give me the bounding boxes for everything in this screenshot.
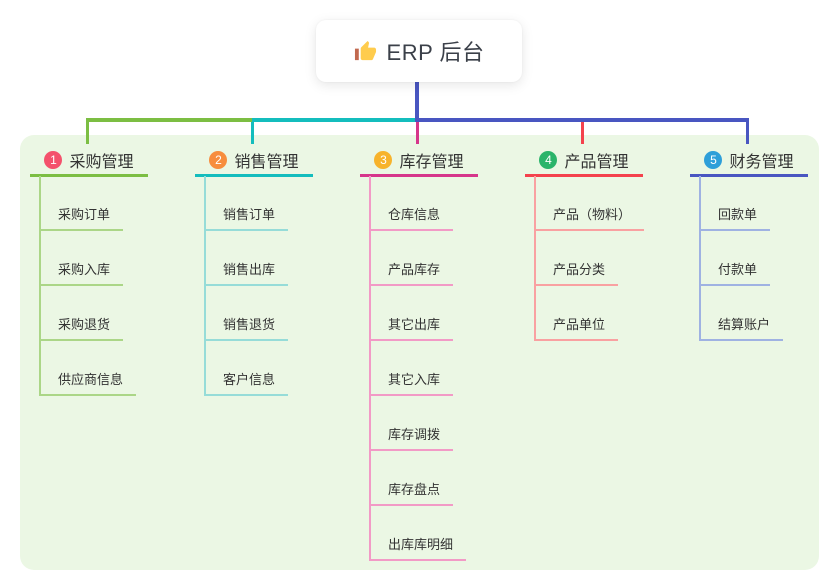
branch-child-item[interactable]: 销售订单 bbox=[204, 207, 289, 231]
branch-child-item[interactable]: 产品单位 bbox=[534, 317, 619, 341]
branch-child-item[interactable]: 销售退货 bbox=[204, 317, 289, 341]
branch-header[interactable]: 3 库存管理 bbox=[360, 150, 478, 177]
thumbs-up-icon bbox=[354, 40, 377, 63]
branch-child-item[interactable]: 出库库明细 bbox=[369, 537, 467, 561]
branch-header[interactable]: 1 采购管理 bbox=[30, 150, 148, 177]
branch-number-badge: 2 bbox=[209, 151, 228, 169]
connector-drop-2 bbox=[251, 118, 254, 144]
branch-child-item[interactable]: 采购入库 bbox=[39, 262, 124, 286]
branch-child-item[interactable]: 库存调拨 bbox=[369, 427, 454, 451]
branch-header[interactable]: 2 销售管理 bbox=[195, 150, 313, 177]
branch-child-item[interactable]: 供应商信息 bbox=[39, 372, 137, 396]
branch-number-badge: 1 bbox=[44, 151, 63, 169]
child-rail bbox=[39, 176, 41, 396]
root-node[interactable]: ERP 后台 bbox=[316, 20, 522, 82]
branch-child-item[interactable]: 库存盘点 bbox=[369, 482, 454, 506]
branch-child-item[interactable]: 采购订单 bbox=[39, 207, 124, 231]
branch-label: 销售管理 bbox=[234, 154, 299, 171]
branch-label: 采购管理 bbox=[69, 154, 134, 171]
connector-horizontal-5 bbox=[417, 118, 749, 122]
connector-horizontal-2 bbox=[252, 118, 419, 122]
branch-child-item[interactable]: 产品分类 bbox=[534, 262, 619, 286]
branch-child-item[interactable]: 产品（物料） bbox=[534, 207, 645, 231]
branch-number-badge: 5 bbox=[704, 151, 723, 169]
branch-label: 库存管理 bbox=[399, 154, 464, 171]
branch-child-item[interactable]: 客户信息 bbox=[204, 372, 289, 396]
connector-drop-5 bbox=[746, 118, 749, 144]
branch-label: 财务管理 bbox=[729, 154, 794, 171]
branch-label: 产品管理 bbox=[564, 154, 629, 171]
branch-child-item[interactable]: 其它出库 bbox=[369, 317, 454, 341]
child-rail bbox=[699, 176, 701, 341]
branch-child-item[interactable]: 产品库存 bbox=[369, 262, 454, 286]
mindmap-panel bbox=[20, 135, 819, 570]
root-title: ERP 后台 bbox=[386, 40, 485, 65]
branch-number-badge: 3 bbox=[374, 151, 393, 169]
branch-child-item[interactable]: 结算账户 bbox=[699, 317, 784, 341]
branch-header[interactable]: 5 财务管理 bbox=[690, 150, 808, 177]
branch-child-item[interactable]: 采购退货 bbox=[39, 317, 124, 341]
branch-child-item[interactable]: 仓库信息 bbox=[369, 207, 454, 231]
branch-header[interactable]: 4 产品管理 bbox=[525, 150, 643, 177]
child-rail bbox=[534, 176, 536, 341]
child-rail bbox=[204, 176, 206, 396]
branch-number-badge: 4 bbox=[539, 151, 558, 169]
child-rail bbox=[369, 176, 371, 561]
connector-drop-1 bbox=[86, 118, 89, 144]
branch-child-item[interactable]: 付款单 bbox=[699, 262, 771, 286]
connector-drop-4 bbox=[581, 118, 584, 144]
branch-child-item[interactable]: 回款单 bbox=[699, 207, 771, 231]
connector-root-vertical bbox=[415, 82, 419, 122]
branch-child-item[interactable]: 销售出库 bbox=[204, 262, 289, 286]
connector-drop-3 bbox=[416, 118, 419, 144]
branch-child-item[interactable]: 其它入库 bbox=[369, 372, 454, 396]
